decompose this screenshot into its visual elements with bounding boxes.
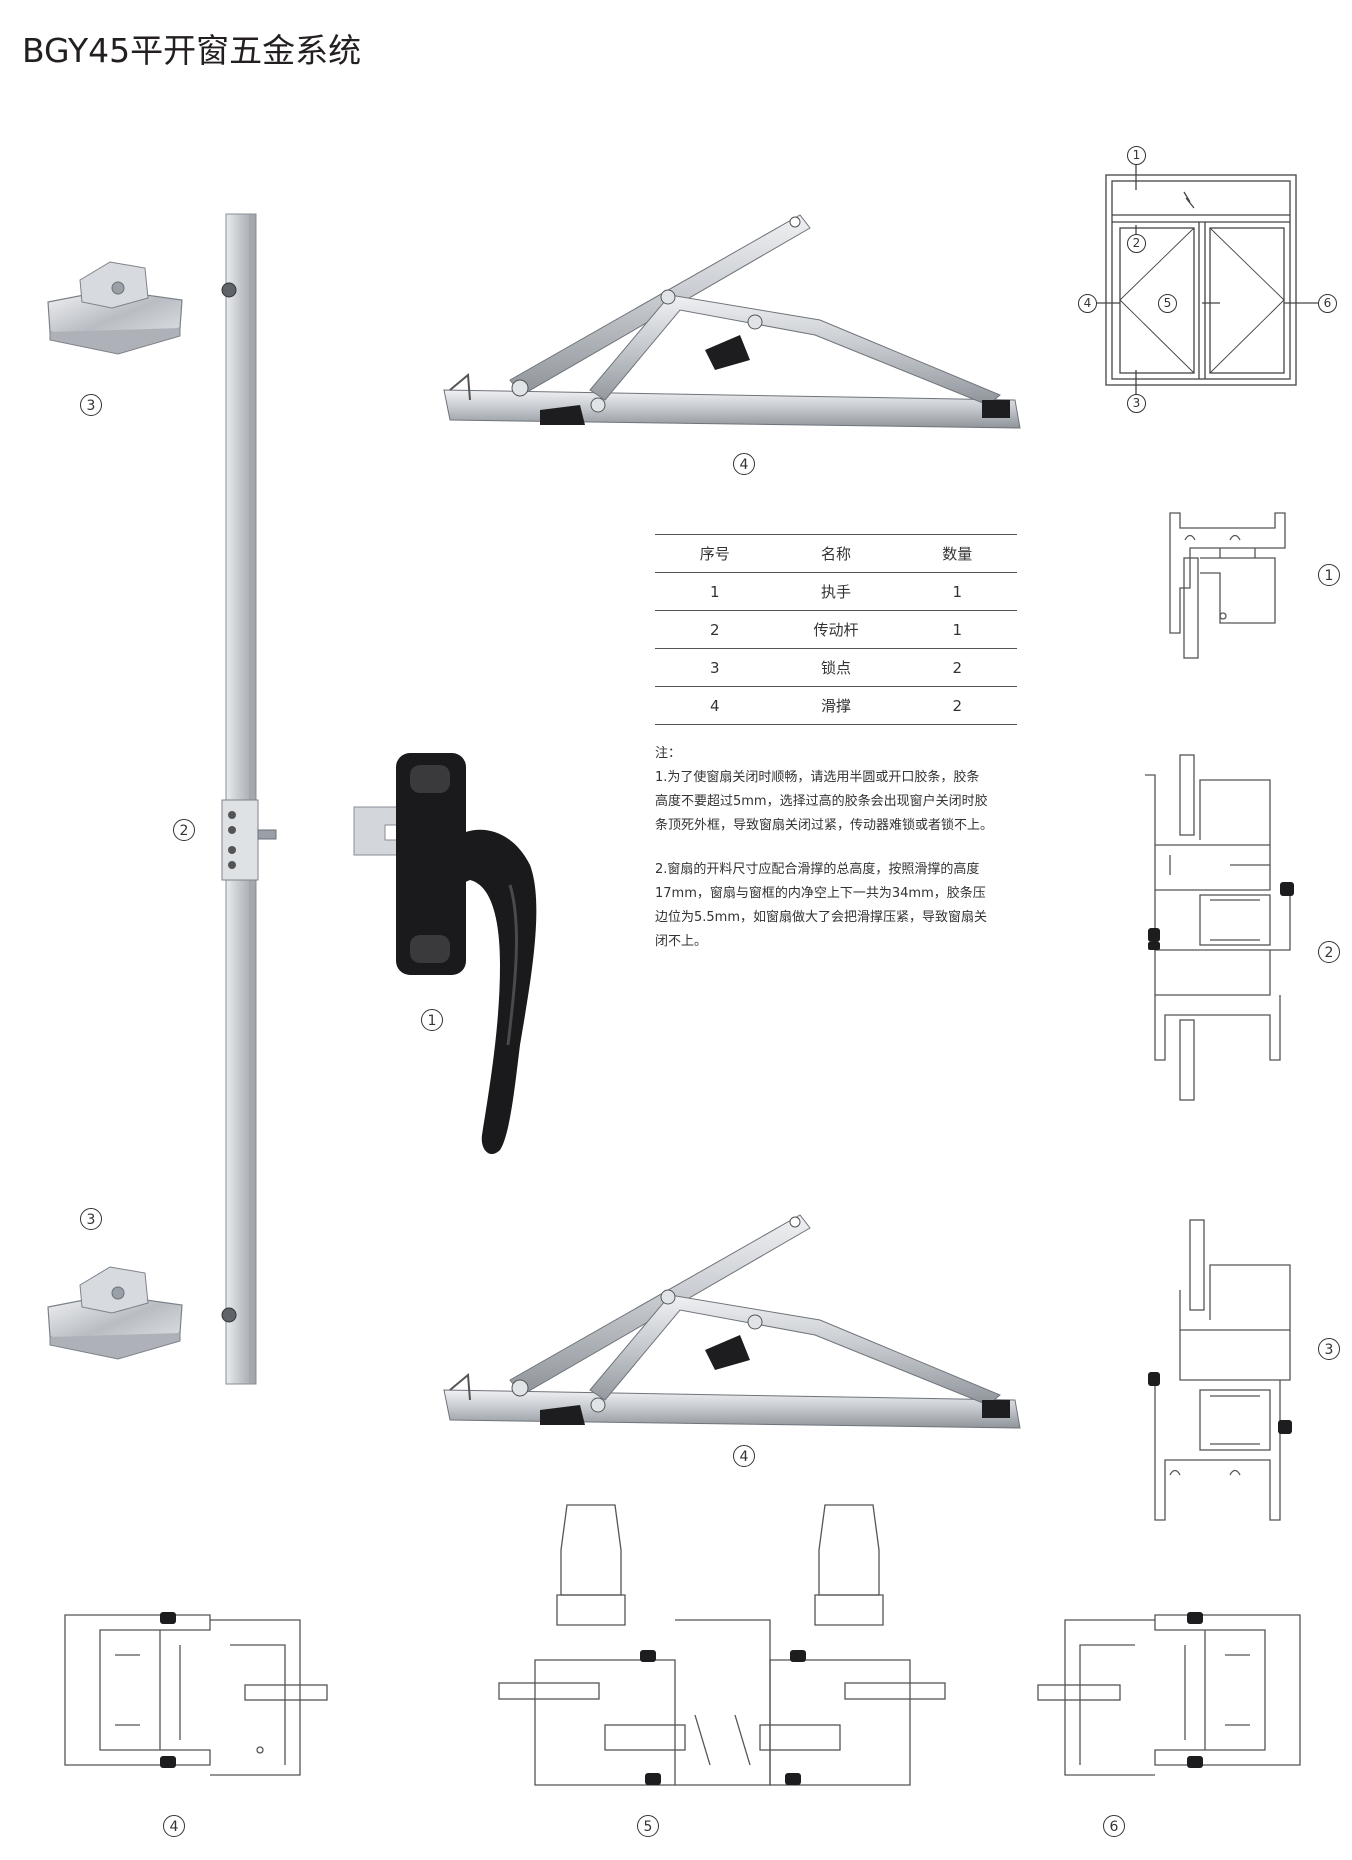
table-row: 3 锁点 2 xyxy=(655,648,1017,687)
table-cell: 4 xyxy=(655,686,775,725)
callout-6-elevation: 6 xyxy=(1318,294,1337,313)
callout-5-elevation: 5 xyxy=(1158,294,1177,313)
table-row: 1 执手 1 xyxy=(655,572,1017,611)
friction-stay-icon xyxy=(443,214,1021,429)
table-cell: 1 xyxy=(897,572,1017,611)
callout-5-bottom: 5 xyxy=(637,1815,659,1837)
callout-1-elevation: 1 xyxy=(1127,146,1146,165)
note-1-line: 条顶死外框，导致窗扇关闭过紧，传动器难锁或者锁不上。 xyxy=(655,818,994,833)
profile-section-icon xyxy=(64,1612,328,1776)
table-cell: 执手 xyxy=(774,572,898,611)
table-cell: 2 xyxy=(897,686,1017,725)
parts-table: 序号 名称 数量 1 执手 1 2 传动杆 1 3 锁点 2 4 滑撑 2 xyxy=(655,534,1017,725)
callout-3-bottom-lock: 3 xyxy=(80,1208,102,1230)
note-2-line: 边位为5.5mm，如窗扇做大了会把滑撑压紧，导致窗扇关 xyxy=(655,910,988,925)
callout-2-rod: 2 xyxy=(173,819,195,841)
table-header: 序号 xyxy=(655,534,775,573)
table-cell: 1 xyxy=(897,610,1017,649)
note-1-line: 1.为了使窗扇关闭时顺畅，请选用半圆或开口胶条，胶条 xyxy=(655,770,980,785)
lock-point-icon xyxy=(47,261,183,355)
notes-block: 注： 1.为了使窗扇关闭时顺畅，请选用半圆或开口胶条，胶条 高度不要超过5mm，… xyxy=(655,742,1010,954)
table-cell: 滑撑 xyxy=(774,686,898,725)
table-header-row: 序号 名称 数量 xyxy=(655,534,1017,573)
profile-section-icon xyxy=(1145,754,1294,1101)
callout-4-elevation: 4 xyxy=(1078,294,1097,313)
callout-4-bottom: 4 xyxy=(163,1815,185,1837)
callout-3-top-lock: 3 xyxy=(80,394,102,416)
table-cell: 2 xyxy=(897,648,1017,687)
window-elevation-icon xyxy=(1088,155,1318,398)
callout-6-bottom: 6 xyxy=(1103,1815,1125,1837)
table-row: 4 滑撑 2 xyxy=(655,686,1017,725)
profile-section-icon xyxy=(1148,1219,1292,1521)
table-cell: 3 xyxy=(655,648,775,687)
callout-4-stay-bottom: 4 xyxy=(733,1445,755,1467)
friction-stay-icon xyxy=(443,1214,1021,1429)
note-2-line: 闭不上。 xyxy=(655,934,708,949)
callout-2-section: 2 xyxy=(1318,941,1340,963)
page-title: BGY45平开窗五金系统 xyxy=(22,31,362,70)
transmission-rod-icon xyxy=(221,213,277,1385)
profile-section-icon xyxy=(498,1504,946,1786)
callout-3-elevation: 3 xyxy=(1127,394,1146,413)
notes-heading: 注： xyxy=(655,746,682,761)
table-row: 2 传动杆 1 xyxy=(655,610,1017,649)
table-cell: 2 xyxy=(655,610,775,649)
note-2-line: 2.窗扇的开料尺寸应配合滑撑的总高度，按照滑撑的高度 xyxy=(655,862,980,877)
table-header: 数量 xyxy=(897,534,1017,573)
profile-section-icon xyxy=(1037,1612,1301,1776)
profile-section-icon xyxy=(1169,512,1286,659)
table-cell: 1 xyxy=(655,572,775,611)
callout-4-stay-top: 4 xyxy=(733,453,755,475)
handle-icon xyxy=(353,753,537,1155)
callout-3-section: 3 xyxy=(1318,1338,1340,1360)
table-cell: 传动杆 xyxy=(774,610,898,649)
note-2-line: 17mm，窗扇与窗框的内净空上下一共为34mm，胶条压 xyxy=(655,886,986,901)
table-cell: 锁点 xyxy=(774,648,898,687)
callout-1-section: 1 xyxy=(1318,564,1340,586)
callout-1-handle: 1 xyxy=(421,1009,443,1031)
lock-point-icon xyxy=(47,1266,183,1360)
table-header: 名称 xyxy=(774,534,898,573)
callout-2-elevation: 2 xyxy=(1127,234,1146,253)
note-1-line: 高度不要超过5mm，选择过高的胶条会出现窗户关闭时胶 xyxy=(655,794,988,809)
